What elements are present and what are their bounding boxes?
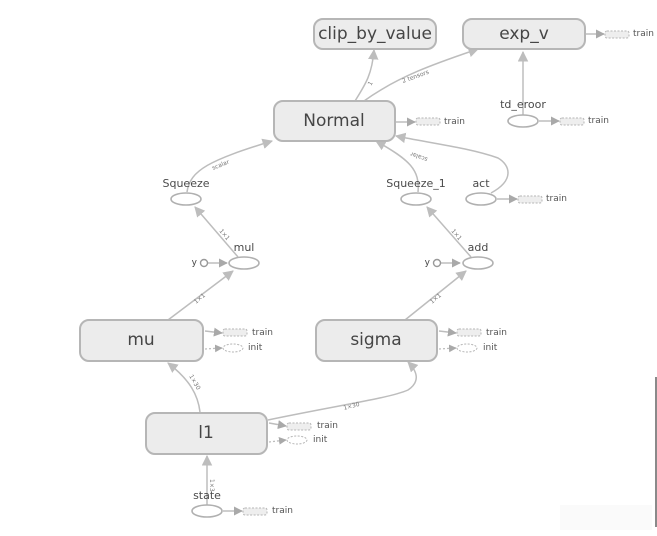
edge-l1-sigma [267,361,419,421]
edge-normal-clip [354,48,379,102]
aux-train-state[interactable]: train [242,506,293,516]
panel-shade [560,505,652,530]
edge-label-normal-exp: 2 tensors [401,69,430,85]
aux-train-sigma[interactable]: train [456,328,507,338]
aux-label: init [248,343,263,353]
node-l1[interactable]: l1 [145,412,268,455]
scrollbar[interactable] [655,377,657,527]
aux-label: init [483,343,498,353]
edge-squeeze1-normal [375,140,419,193]
node-label: Squeeze [162,177,209,190]
node-mul[interactable]: mul [228,241,260,270]
edge-add-squeeze1 [426,206,472,258]
aux-label: train [486,328,507,338]
const-label: y [425,258,431,268]
aux-train-exp[interactable]: train [604,29,654,39]
aux-train-l1[interactable]: train [286,421,338,431]
edge-normal-exp [363,47,479,102]
edge-mu-train [204,327,223,337]
aux-train-mu[interactable]: train [222,328,273,338]
edge-label-state-l1: 1×3 [208,479,215,492]
edge-act-normal [394,132,509,194]
edge-sigma-train [438,327,457,337]
node-td-eroor[interactable]: td_eroor [500,98,546,128]
node-add[interactable]: add [462,241,494,270]
node-label: l1 [198,423,214,443]
node-act[interactable]: act [465,177,497,206]
aux-init-l1[interactable]: init [286,435,328,445]
node-label: state [193,489,221,502]
node-normal[interactable]: Normal [273,100,396,142]
node-label: add [468,241,489,254]
node-label: td_eroor [500,98,546,111]
const-y-mul[interactable]: y [192,258,209,268]
aux-label: train [633,29,654,39]
aux-init-mu[interactable]: init [222,343,263,353]
const-y-add[interactable]: y [425,258,442,268]
edge-l1-train [268,420,287,430]
edge-l1-init [268,436,287,445]
node-exp-v[interactable]: exp_v [462,18,586,50]
aux-label: train [588,116,609,126]
node-label: Normal [303,111,365,131]
const-label: y [192,258,198,268]
node-mu[interactable]: mu [79,319,204,362]
aux-init-sigma[interactable]: init [456,343,498,353]
aux-label: train [546,194,567,204]
aux-label: train [272,506,293,516]
edge-label-mu-mul: 1×1 [193,292,207,306]
edge-squeeze-normal [186,138,274,193]
node-squeeze[interactable]: Squeeze [162,177,210,206]
aux-label: train [252,328,273,338]
node-label: mu [127,330,154,350]
edge-label-normal-clip: 1 [367,80,375,87]
node-label: mul [234,241,255,254]
node-squeeze-1[interactable]: Squeeze_1 [386,177,446,206]
edge-sigma-init [438,344,457,353]
node-label: exp_v [499,24,549,44]
edge-mu-init [204,344,223,353]
edge-label-squeeze-normal: scalar [211,158,231,171]
edge-mul-squeeze [194,206,239,258]
node-clip-by-value[interactable]: clip_by_value [313,18,437,50]
edge-label-squeeze1-normal: scalar [409,150,429,163]
aux-train-act[interactable]: train [517,194,567,204]
node-sigma[interactable]: sigma [315,319,438,362]
node-label: act [472,177,490,190]
edge-label-l1-mu: 1×30 [187,374,201,392]
aux-train-tderoor[interactable]: train [559,116,609,126]
node-label: clip_by_value [318,24,432,44]
edge-label-l1-sigma: 1×30 [343,401,361,412]
aux-label: init [313,435,328,445]
aux-train-normal[interactable]: train [415,117,465,127]
node-state[interactable]: state [191,489,223,518]
edge-label-sigma-add: 1×1 [429,292,443,306]
node-label: sigma [350,330,401,350]
edge-mu-mul [167,270,234,321]
edge-l1-mu [167,362,201,413]
edge-sigma-add [404,270,467,321]
aux-label: train [317,421,338,431]
aux-label: train [444,117,465,127]
node-label: Squeeze_1 [386,177,446,190]
